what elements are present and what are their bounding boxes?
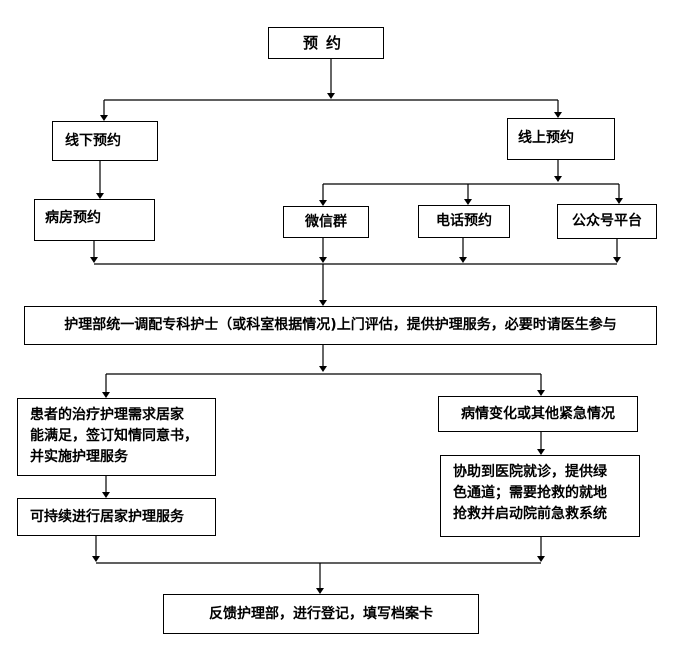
node-bingfang: 病房预约 — [34, 199, 155, 241]
node-xianshang: 线上预约 — [507, 118, 615, 160]
node-hulibu: 护理部统一调配专科护士（或科室根据情况)上门评估，提供护理服务，必要时请医生参与 — [24, 306, 657, 345]
node-huanzhe: 患者的治疗护理需求居家 能满足，签订知情同意书， 并实施护理服务 — [17, 398, 216, 476]
node-yuyue: 预约 — [268, 27, 384, 59]
node-dianhua: 电话预约 — [418, 205, 510, 238]
node-kechixu: 可持续进行居家护理服务 — [17, 498, 216, 536]
node-bingqing: 病情变化或其他紧急情况 — [438, 396, 638, 432]
node-gongzhong: 公众号平台 — [557, 204, 657, 239]
node-xianxia: 线下预约 — [52, 121, 158, 161]
node-fankui: 反馈护理部，进行登记，填写档案卡 — [163, 594, 479, 634]
node-xiezhu: 协助到医院就诊，提供绿 色通道；需要抢救的就地 抢救并启动院前急救系统 — [440, 455, 640, 537]
node-weixin: 微信群 — [283, 206, 369, 238]
